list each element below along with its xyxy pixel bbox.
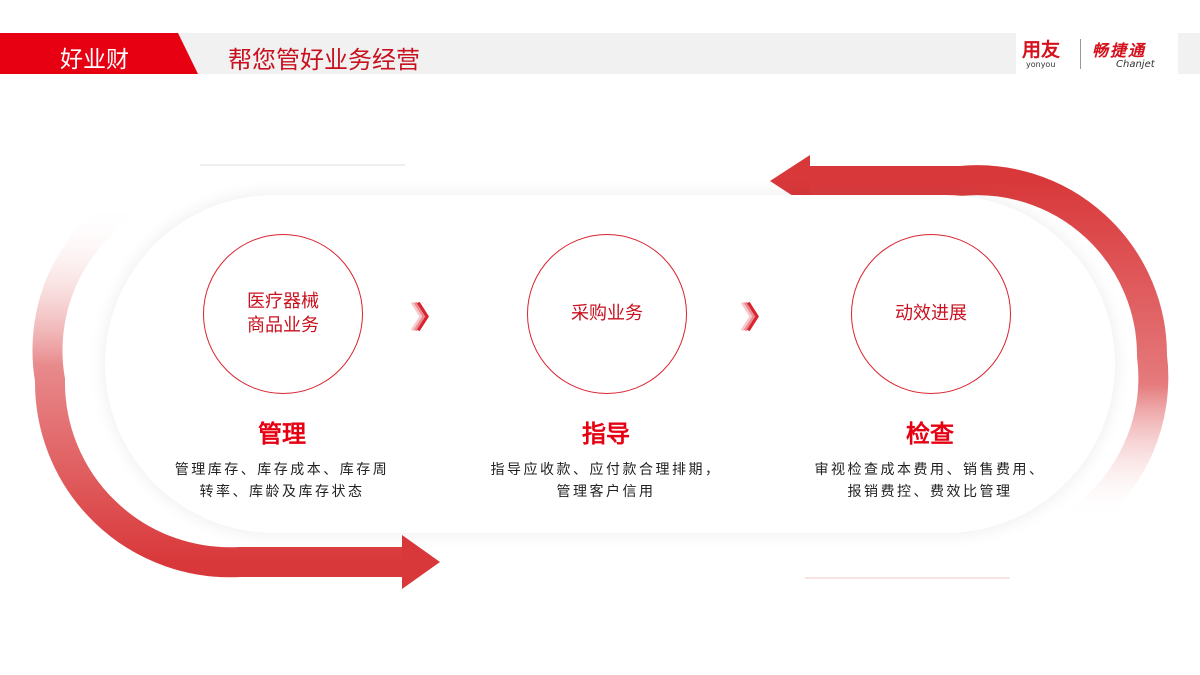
bottom-arrow-head <box>402 535 440 589</box>
brand-logo: 用友 yonyou 畅捷通 Chanjet <box>1016 33 1178 74</box>
circle-text: 动效进展 <box>895 303 967 324</box>
desc-line: 管理库存、库存成本、库存周 <box>174 462 390 478</box>
top-arrow-head <box>770 155 810 207</box>
logo-chanjet: 畅捷通 <box>1092 41 1147 60</box>
desc-line: 转率、库龄及库存状态 <box>199 484 365 500</box>
step-circle-3: 动效进展 <box>851 234 1011 394</box>
logo-chanjet-en: Chanjet <box>1116 59 1155 70</box>
page-title: 帮您管好业务经营 <box>228 46 420 74</box>
top-right-arrow <box>808 165 1169 533</box>
circle-text: 采购业务 <box>571 303 643 324</box>
logo-yonyou-en: yonyou <box>1026 60 1056 69</box>
step-circle-2: 采购业务 <box>527 234 687 394</box>
step-circle-1: 医疗器械商品业务 <box>203 234 363 394</box>
logo-divider <box>1080 39 1081 69</box>
desc-line: 报销费控、费效比管理 <box>847 484 1013 500</box>
chevrons-icon: 〉〉〉 <box>410 301 446 336</box>
header-bar <box>0 33 1200 74</box>
desc-line: 管理客户信用 <box>556 484 656 500</box>
bottom-left-arrow <box>32 192 405 578</box>
step-description: 管理库存、库存成本、库存周转率、库龄及库存状态 <box>122 459 442 503</box>
desc-line: 审视检查成本费用、销售费用、 <box>814 462 1046 478</box>
desc-line: 指导应收款、应付款合理排期， <box>490 462 722 478</box>
logo-yonyou: 用友 <box>1022 39 1061 61</box>
step-description: 审视检查成本费用、销售费用、报销费控、费效比管理 <box>770 459 1090 503</box>
step-heading: 检查 <box>906 420 954 448</box>
chevrons-icon: 〉〉〉 <box>740 301 776 336</box>
header-tab-label: 好业财 <box>60 47 129 73</box>
step-description: 指导应收款、应付款合理排期， 管理客户信用 <box>446 459 766 503</box>
step-heading: 管理 <box>258 420 306 448</box>
circle-text: 商品业务 <box>247 315 319 336</box>
step-heading: 指导 <box>582 420 630 448</box>
header-tab: 好业财 <box>0 33 198 74</box>
circle-text: 医疗器械 <box>247 291 319 312</box>
